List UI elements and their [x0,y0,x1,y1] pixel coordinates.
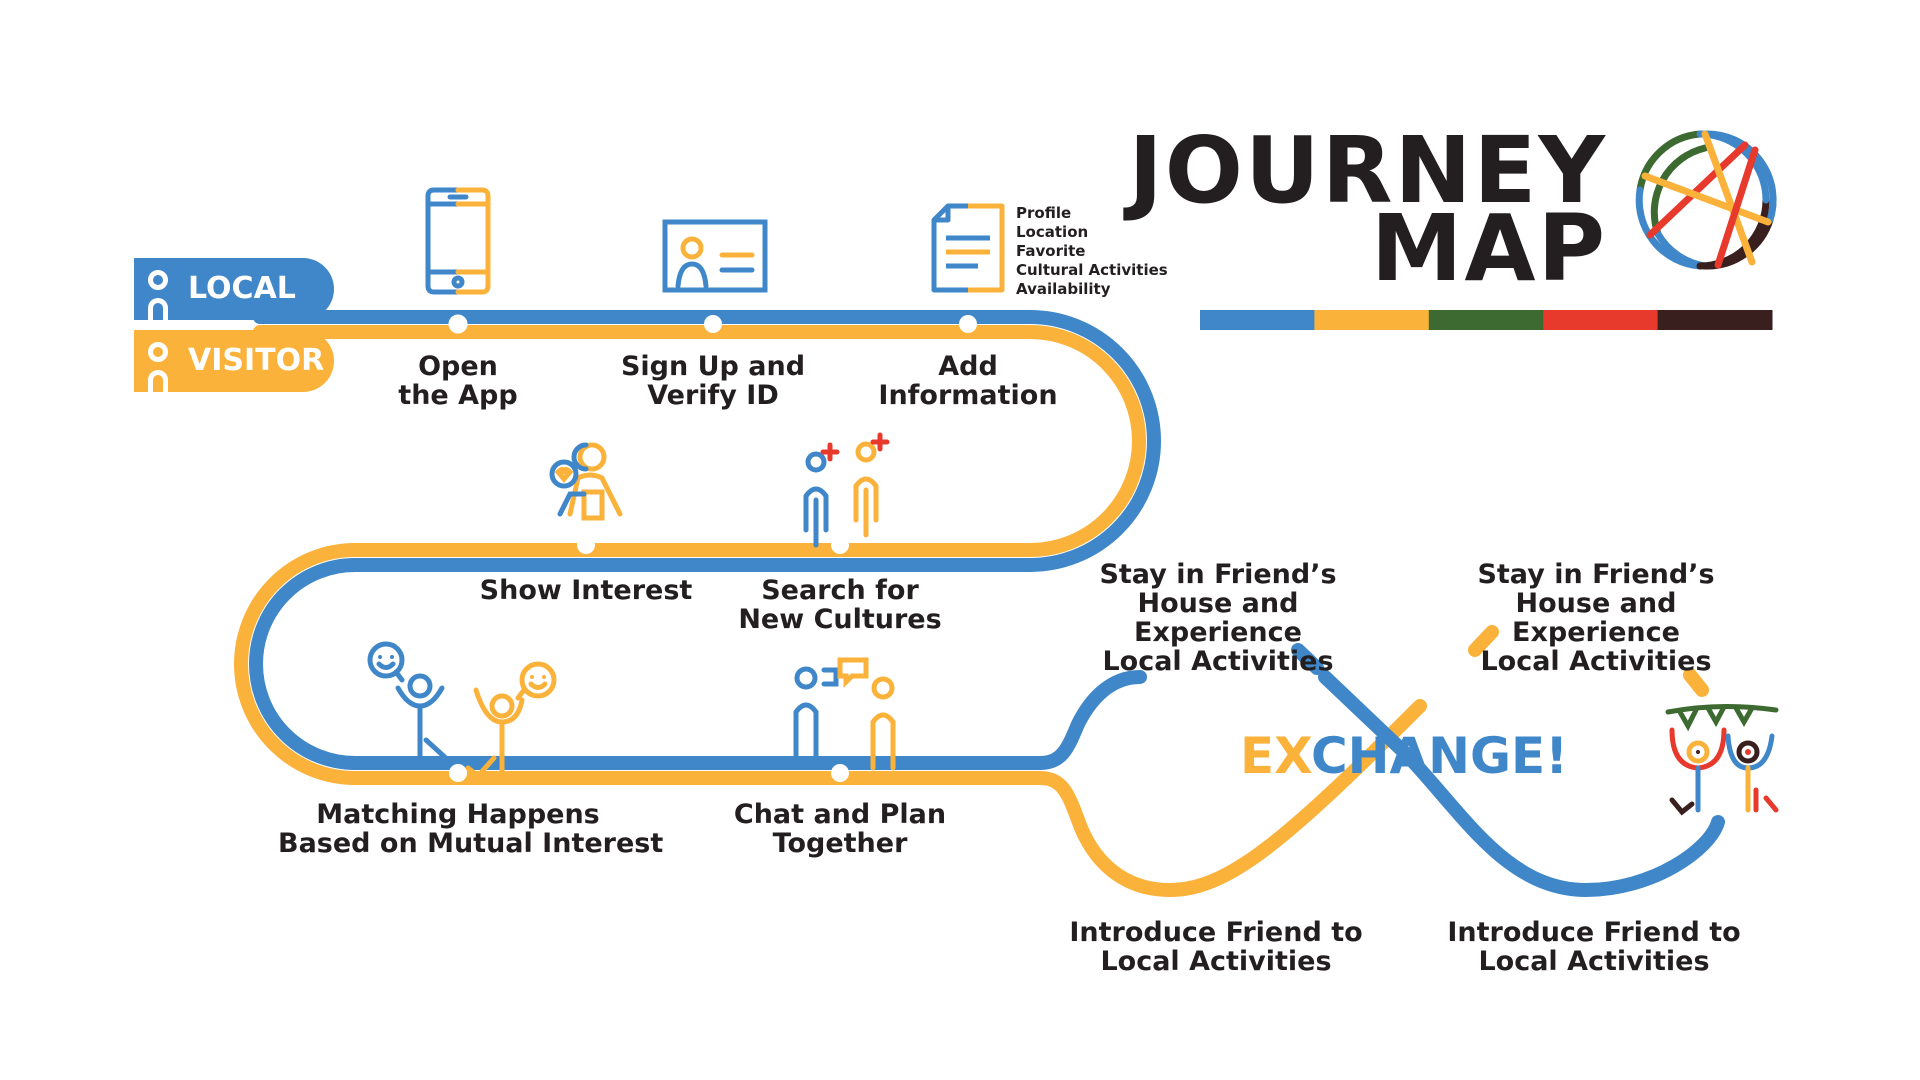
smartphone-icon [425,187,491,295]
label-line: Local Activities [1102,646,1334,677]
label-line: Experience [1134,617,1302,648]
label-line: Stay in Friend’s [1099,559,1337,590]
color-bar [1200,310,1773,330]
color-bar-segment [1543,310,1659,330]
station-dot [831,764,849,782]
step-line: Sign Up and [620,351,806,382]
step-line: the App [398,380,518,411]
color-bar-segment [1200,310,1315,330]
label-line: House and [1515,588,1677,619]
step-label-open-app: Open the App [358,352,558,410]
person-body-icon [148,370,168,392]
info-item: Profile [1016,204,1072,222]
station-dot [449,764,467,782]
document-icon [931,203,1005,293]
visitor-tag: VISITOR [134,330,334,392]
step-line: Chat and Plan [733,799,947,830]
celebration-icon [1665,703,1779,816]
local-label: LOCAL [188,271,296,306]
label-line: Introduce Friend to [1069,917,1363,948]
step-line: Verify ID [647,380,779,411]
step-line: Information [878,380,1058,411]
id-card-icon [662,219,768,293]
journey-track [233,310,1725,898]
info-list: Profile Location Favorite Cultural Activ… [1016,204,1168,299]
step-line: Search for [761,575,919,606]
label-line: Local Activities [1480,646,1712,677]
stay-left-label: Stay in Friend’s House and Experience Lo… [1088,560,1348,676]
color-bar-segment [1657,310,1773,330]
title-line-2: MAP [1370,195,1607,302]
step-label-show-interest: Show Interest [466,576,706,605]
title-line-1: JOURNEY [1128,117,1607,224]
label-line: Local Activities [1478,946,1710,977]
station-dot [448,314,468,334]
exchange-heading: EXCHANGE! [1240,726,1568,786]
step-label-search-cultures: Search for New Cultures [715,576,965,634]
station-dot [704,315,722,333]
intro-right-label: Introduce Friend to Local Activities [1444,918,1744,976]
chat-people-icon [793,657,896,771]
station-dot [577,536,595,554]
people-plus-icon [803,432,890,548]
step-line: Based on Mutual Interest [278,828,664,859]
happy-people-icon [367,641,557,780]
label-line: Stay in Friend’s [1477,559,1715,590]
step-line: Add [938,351,998,382]
step-line: Open [418,351,498,382]
step-line: New Cultures [738,604,942,635]
step-label-matching: Matching Happens Based on Mutual Interes… [278,799,664,859]
globe-icon [1635,130,1777,270]
info-item: Availability [1016,280,1111,298]
step-line: Matching Happens [316,799,600,830]
step-label-add-information: Add Information [853,352,1083,410]
page-title: JOURNEY MAP [1128,117,1607,302]
label-line: Experience [1512,617,1680,648]
heart-tablet-icon [549,442,623,521]
label-line: Local Activities [1100,946,1332,977]
color-bar-segment [1314,310,1430,330]
info-item: Cultural Activities [1016,261,1168,279]
visitor-track [233,325,1427,898]
exchange-part-1: EX [1240,727,1311,785]
label-line: Introduce Friend to [1447,917,1741,948]
step-label-sign-up: Sign Up and Verify ID [588,352,838,410]
station-dot [959,315,977,333]
step-line: Together [772,828,908,859]
info-item: Favorite [1016,242,1086,260]
person-icon [148,270,168,290]
local-track [248,310,1162,770]
person-body-icon [148,298,168,320]
intro-left-label: Introduce Friend to Local Activities [1066,918,1366,976]
station-dot [831,536,849,554]
label-line: House and [1137,588,1299,619]
visitor-label: VISITOR [188,343,325,378]
person-icon [148,342,168,362]
exchange-part-2: CHANGE! [1310,727,1569,785]
local-tag: LOCAL [134,258,334,320]
step-line: Show Interest [479,575,693,606]
color-bar-segment [1428,310,1544,330]
step-label-chat-plan: Chat and Plan Together [720,800,960,858]
stay-right-label: Stay in Friend’s House and Experience Lo… [1466,560,1726,676]
info-item: Location [1016,223,1089,241]
station-dots [448,314,977,782]
